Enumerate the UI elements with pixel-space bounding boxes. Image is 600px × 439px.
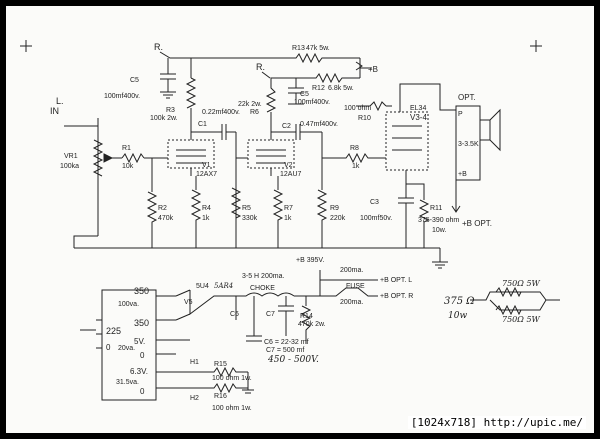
- label-p: P: [458, 111, 463, 118]
- label-h1: H1: [190, 359, 199, 366]
- label-r10-val: 100 ohm: [344, 105, 371, 112]
- label-5u4: 5U4: [196, 283, 209, 290]
- label-r1-val: 10k: [122, 163, 134, 170]
- label-r4-val: 1k: [202, 215, 210, 222]
- label-c2: C2: [282, 123, 291, 130]
- label-v5-tube: V5: [184, 299, 193, 306]
- label-r12-val: 6.8k 5w.: [328, 85, 354, 92]
- label-c1-val: 0.22mf400v.: [202, 109, 240, 116]
- label-r2: R2: [158, 205, 167, 212]
- label-r3: R3: [166, 107, 175, 114]
- label-r8-val: 1k: [352, 163, 360, 170]
- label-v1-type: 12AX7: [196, 171, 217, 178]
- label-v63: 6.3V.: [130, 367, 148, 376]
- label-r13: R13: [292, 45, 305, 52]
- label-b395: +B 395V.: [296, 257, 324, 264]
- label-ma200b: 200ma.: [340, 299, 363, 306]
- label-r5-val: 330k: [242, 215, 258, 222]
- schematic-sheet: L. IN VR1 100ka R1 10k R. C5 100mf400v. …: [6, 6, 594, 433]
- label-c6-val: C6 = 22-32 mf: [264, 339, 309, 346]
- label-c3: C3: [370, 199, 379, 206]
- label-v350b: 350: [134, 318, 149, 328]
- label-v350a: 350: [134, 286, 149, 296]
- label-r10: R10: [358, 115, 371, 122]
- label-el34: EL34: [410, 105, 426, 112]
- label-choke-val: 3-5 H 200ma.: [242, 273, 284, 280]
- label-r16-val: 100 ohm 1w.: [212, 405, 252, 412]
- label-r6: R6: [250, 109, 259, 116]
- label-r9-val: 220k: [330, 215, 346, 222]
- amplifier-schematic: L. IN VR1 100ka R1 10k R. C5 100mf400v. …: [20, 40, 560, 412]
- label-v0a: 0: [106, 343, 111, 352]
- label-c2-val: 0.47mf400v.: [300, 121, 338, 128]
- label-r11-w: 10w.: [432, 227, 446, 234]
- label-c7: C7: [266, 311, 275, 318]
- label-v225: 225: [106, 326, 121, 336]
- label-r-top1: R.: [154, 42, 163, 52]
- label-plus-b: +B: [368, 65, 378, 74]
- label-5ar4: 5AR4: [214, 282, 233, 290]
- label-va315: 31.5va.: [116, 379, 139, 386]
- note-750b: 750Ω 5W: [502, 315, 541, 324]
- note-10w: 10w: [448, 311, 467, 321]
- label-r1: R1: [122, 145, 131, 152]
- footer-watermark: [1024x718] http://upic.me/: [407, 416, 586, 429]
- label-r15-val: 100 ohm 1w.: [212, 375, 252, 382]
- label-vr1: VR1: [64, 153, 78, 160]
- label-opt-imp: 3-3.5K: [458, 141, 479, 148]
- label-r6-val: 22k 2w.: [238, 101, 262, 108]
- label-r13-val: 47k 5w.: [306, 45, 330, 52]
- label-b-opt: +B OPT.: [462, 219, 492, 228]
- label-r7-val: 1k: [284, 215, 292, 222]
- label-c1: C1: [198, 121, 207, 128]
- label-r15: R15: [214, 361, 227, 368]
- label-v1: V1: [202, 162, 211, 169]
- label-v34: V3-4: [410, 113, 427, 122]
- label-r16: R16: [214, 393, 227, 400]
- label-h2: H2: [190, 395, 199, 402]
- note-750a: 750Ω 5W: [502, 279, 541, 288]
- label-opt-b: +B: [458, 171, 467, 178]
- label-v0b: 0: [140, 351, 145, 360]
- label-vr1-val: 100ka: [60, 163, 79, 170]
- label-v2-type: 12AU7: [280, 171, 302, 178]
- label-r8: R8: [350, 145, 359, 152]
- label-r2-val: 470k: [158, 215, 174, 222]
- label-c5b: C5: [300, 91, 309, 98]
- label-r9: R9: [330, 205, 339, 212]
- label-r3-val: 100k 2w.: [150, 115, 178, 122]
- label-choke: CHOKE: [250, 285, 275, 292]
- label-hv: 450 - 500V.: [267, 355, 319, 365]
- label-r-top2: R.: [256, 62, 265, 72]
- label-c7-val: C7 = 500 mf: [266, 347, 304, 354]
- label-l-in-top: L.: [56, 96, 64, 106]
- note-375: 375 Ω: [444, 296, 475, 307]
- label-r5: R5: [242, 205, 251, 212]
- label-r7: R7: [284, 205, 293, 212]
- label-c5a-val: 100mf400v.: [104, 93, 140, 100]
- label-va100: 100va.: [118, 301, 139, 308]
- label-r14-val: 470k 2w.: [298, 321, 326, 328]
- label-c5b-val: 100mf400v.: [294, 99, 330, 106]
- label-r11: R11: [430, 205, 442, 212]
- label-v2: V2: [284, 162, 293, 169]
- label-c5a: C5: [130, 77, 139, 84]
- label-b-opt-r: +B OPT. R: [380, 293, 413, 300]
- label-r14: R14: [300, 313, 313, 320]
- label-fuse: FUSE: [346, 283, 365, 290]
- label-opt: OPT.: [458, 93, 476, 102]
- label-b-opt-l: +B OPT. L: [380, 277, 412, 284]
- label-c6: C6: [230, 311, 239, 318]
- label-r12: R12: [312, 85, 325, 92]
- label-r4: R4: [202, 205, 211, 212]
- label-r11-val: 375-390 ohm: [418, 217, 459, 224]
- label-ma200a: 200ma.: [340, 267, 363, 274]
- label-v5: 5V.: [134, 337, 145, 346]
- label-c3-val: 100mf50v.: [360, 215, 392, 222]
- label-l-in-bot: IN: [50, 106, 59, 116]
- label-va20: 20va.: [118, 345, 135, 352]
- label-v0c: 0: [140, 387, 145, 396]
